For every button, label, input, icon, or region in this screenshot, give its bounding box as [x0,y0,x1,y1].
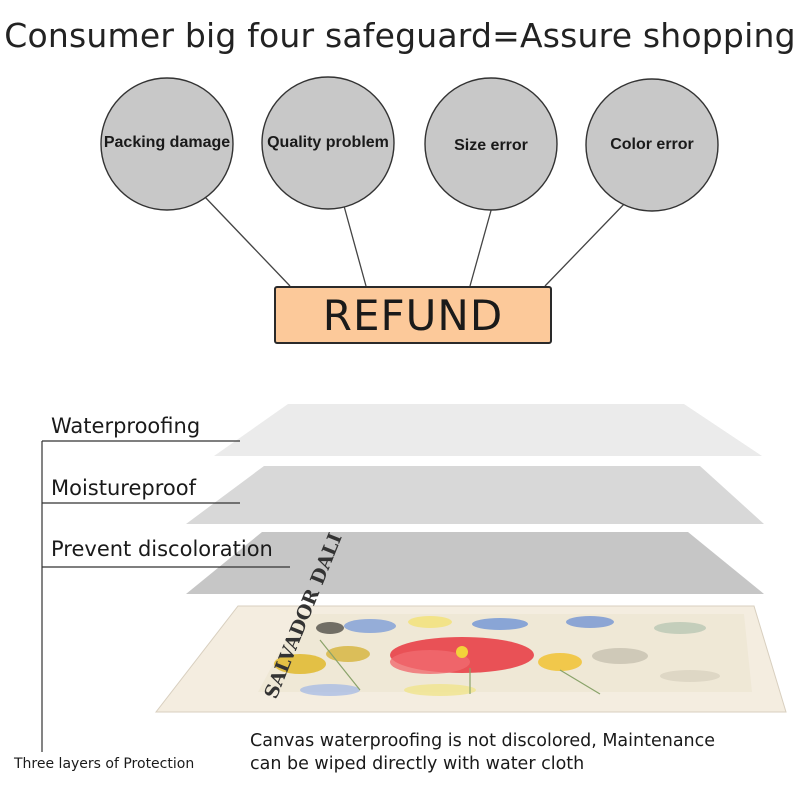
circle-label-quality-problem: Quality problem [267,134,389,151]
refund-box: REFUND [274,286,552,344]
connector-line-2 [343,205,367,287]
layer-label-discoloration: Prevent discoloration [51,537,273,561]
circle-color-error [585,78,719,212]
layer-moistureproof [186,466,764,524]
circle-quality-problem [261,76,395,210]
connector-line-1 [203,195,291,287]
connector-line-4 [544,199,629,287]
circle-label-packing-damage: Packing damage [103,134,231,151]
connector-line-3 [469,206,493,287]
layer-label-moistureproof: Moistureproof [51,476,196,500]
circle-label-size-error: Size error [454,137,528,154]
layer-label-waterproofing: Waterproofing [51,414,201,438]
caption-line-2: can be wiped directly with water cloth [250,754,585,774]
layer-discoloration [186,532,764,594]
page-title: Consumer big four safeguard=Assure shopp… [4,16,796,55]
three-layers-label: Three layers of Protection [14,756,195,772]
caption-line-1: Canvas waterproofing is not discolored, … [250,731,716,751]
circle-label-color-error: Color error [610,136,694,153]
circle-packing-damage [100,77,234,211]
maintenance-caption: Canvas waterproofing is not discolored, … [250,730,790,776]
canvas-poster: SALVADOR DALI [154,530,787,713]
circle-size-error [424,77,558,211]
layer-waterproofing [214,404,762,456]
